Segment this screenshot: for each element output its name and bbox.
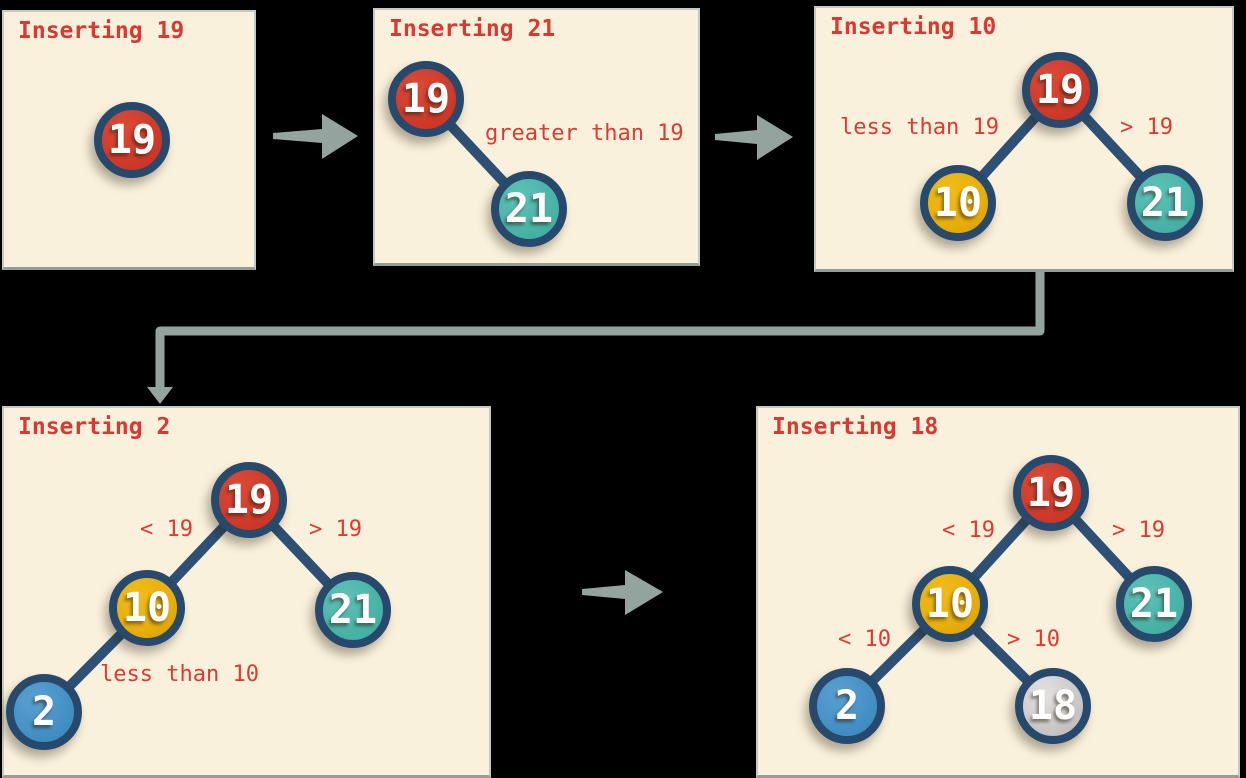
tree-node-19: 19	[211, 462, 287, 538]
tree-node-10: 10	[912, 566, 988, 642]
edge-label: > 19	[1120, 115, 1173, 140]
arrow-down-icon	[147, 387, 173, 404]
tree-node-19: 19	[1022, 52, 1098, 128]
tree-node-10: 10	[109, 570, 185, 646]
arrow-right-icon	[715, 115, 793, 160]
tree-node-21: 21	[1127, 165, 1203, 241]
edge-label: > 19	[1112, 518, 1165, 543]
tree-node-19: 19	[388, 61, 464, 137]
panel-inserting-18: Inserting 18 19 10 21 2 18 < 19 > 19 < 1…	[756, 406, 1240, 778]
tree-node-19: 19	[94, 102, 170, 178]
panel-title: Inserting 19	[18, 18, 185, 44]
edge-label: < 19	[942, 518, 995, 543]
tree-node-21: 21	[315, 572, 391, 648]
tree-node-21: 21	[491, 171, 567, 247]
tree-node-2: 2	[809, 668, 885, 744]
panel-title: Inserting 2	[18, 414, 171, 440]
edge-label: less than 10	[100, 662, 259, 687]
node-value: 19	[1026, 470, 1076, 516]
edge-label: > 19	[309, 517, 362, 542]
node-value: 19	[1035, 67, 1085, 113]
node-value: 21	[504, 186, 554, 232]
tree-node-10: 10	[920, 165, 996, 241]
panel-inserting-2: Inserting 2 19 10 21 2 < 19 > 19 less th…	[2, 406, 491, 778]
tree-node-2: 2	[6, 674, 82, 750]
node-value: 19	[224, 477, 274, 523]
panel-inserting-19: Inserting 19 19	[2, 10, 256, 270]
node-value: 2	[31, 689, 57, 735]
edge-label: greater than 19	[485, 121, 684, 146]
edge-label: < 19	[140, 517, 193, 542]
panel-inserting-21: Inserting 21 19 21 greater than 19	[373, 8, 700, 266]
panel-title: Inserting 10	[830, 14, 997, 40]
node-value: 21	[1140, 180, 1190, 226]
node-value: 19	[401, 76, 451, 122]
edge-label: > 10	[1007, 627, 1060, 652]
node-value: 10	[925, 581, 975, 627]
panel-title: Inserting 18	[772, 414, 939, 440]
tree-node-18: 18	[1015, 668, 1091, 744]
edge-label: < 10	[838, 627, 891, 652]
edge-label: less than 19	[840, 115, 999, 140]
node-value: 21	[328, 587, 378, 633]
node-value: 19	[107, 117, 157, 163]
tree-node-19: 19	[1013, 455, 1089, 531]
node-value: 10	[933, 180, 983, 226]
node-value: 10	[122, 585, 172, 631]
panel-inserting-10: Inserting 10 19 10 21 less than 19 > 19	[814, 6, 1234, 272]
node-value: 21	[1129, 581, 1179, 627]
elbow-connector	[155, 272, 1045, 390]
arrow-right-icon	[582, 570, 663, 615]
tree-node-21: 21	[1116, 566, 1192, 642]
node-value: 18	[1028, 683, 1078, 729]
node-value: 2	[834, 683, 860, 729]
panel-title: Inserting 21	[389, 16, 556, 42]
arrow-right-icon	[273, 114, 358, 159]
